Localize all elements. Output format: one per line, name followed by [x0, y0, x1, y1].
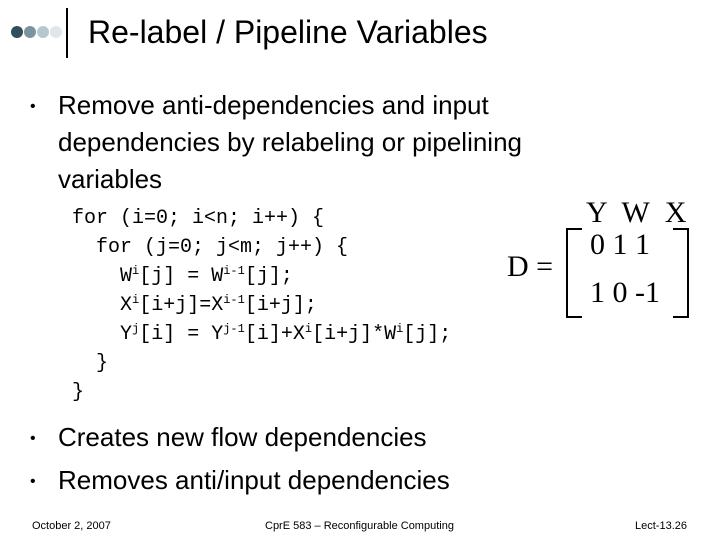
matrix-row-1: 0 1 1: [590, 228, 650, 261]
bullet-marker-3: •: [30, 473, 36, 490]
header-dot-3: [37, 26, 49, 38]
code-line-3: Wi[j] = Wi-1[j];: [72, 264, 293, 288]
header-dots: [11, 26, 65, 40]
bullet-text-1-line-2: dependencies by relabeling or pipelining: [58, 127, 523, 157]
bullet-text-3: Removes anti/input dependencies: [58, 465, 450, 495]
header-dot-2: [24, 26, 36, 38]
bullet-marker-2: •: [30, 430, 36, 447]
bullet-text-2: Creates new flow dependencies: [58, 422, 427, 452]
bullet-text-1-line-3: variables: [58, 164, 163, 194]
footer-date: October 2, 2007: [32, 520, 111, 532]
code-line-4: Xi[i+j]=Xi-1[i+j];: [72, 293, 317, 317]
matrix-row-2: 1 0 -1: [590, 276, 660, 309]
matrix-column-header: Y W X: [586, 196, 691, 229]
header-dot-4: [50, 26, 62, 38]
footer-page-number: Lect-13.26: [635, 520, 687, 532]
matrix-label: D =: [507, 250, 554, 283]
footer-course: CprE 583 – Reconfigurable Computing: [265, 520, 454, 532]
matrix-right-bracket: [673, 228, 689, 318]
code-line-5: Yj[i] = Yj-1[i]+Xi[i+j]*Wi[j];: [72, 322, 452, 346]
header-divider: [66, 8, 68, 58]
bullet-marker-1: •: [30, 98, 36, 115]
bullet-text-1-line-1: Remove anti-dependencies and input: [58, 90, 489, 120]
code-line-2: for (j=0; j<m; j++) {: [72, 236, 349, 259]
code-line-1: for (i=0; i<n; i++) {: [72, 207, 325, 230]
slide-title: Re-label / Pipeline Variables: [88, 14, 488, 50]
code-line-6: }: [72, 352, 109, 375]
matrix-left-bracket: [566, 228, 582, 318]
code-line-7: }: [72, 381, 85, 404]
header-dot-1: [11, 26, 23, 38]
